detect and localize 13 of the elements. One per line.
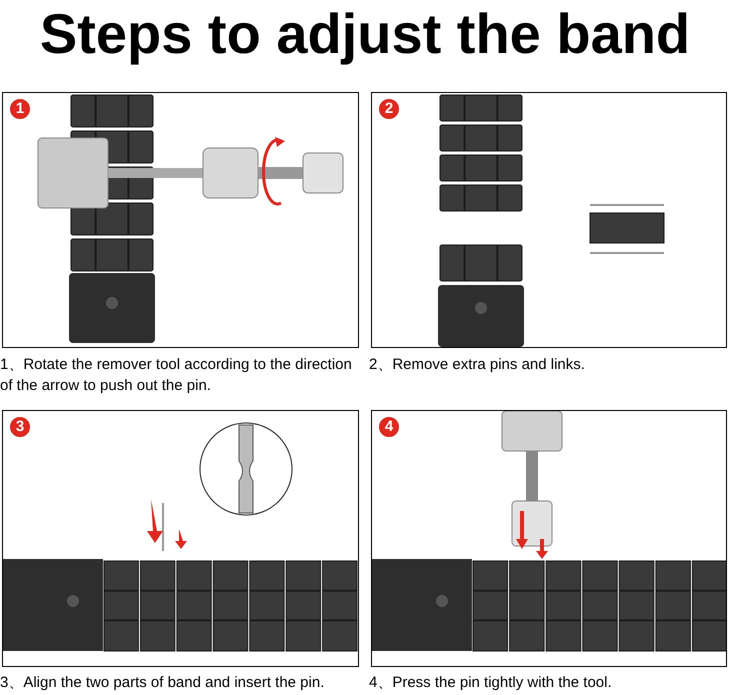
step-number-badge: 2: [377, 97, 401, 121]
step-caption: 3、Align the two parts of band and insert the pin.: [0, 673, 326, 693]
step-panel: [371, 410, 727, 667]
step-panel: [2, 92, 359, 348]
step-number-badge: 3: [8, 415, 32, 439]
step-caption: 1、Rotate the remover tool according to the direction of the arrow to push out the pin.: [0, 355, 353, 396]
step-caption: 2、Remove extra pins and links.: [369, 355, 586, 375]
step-panel: [2, 410, 359, 667]
step-panel: [371, 92, 727, 348]
step-number-badge: 4: [377, 415, 401, 439]
title: Steps to adjust the band: [38, 2, 692, 66]
step-number-badge: 1: [8, 97, 32, 121]
step-caption: 4、Press the pin tightly with the tool.: [369, 673, 613, 693]
